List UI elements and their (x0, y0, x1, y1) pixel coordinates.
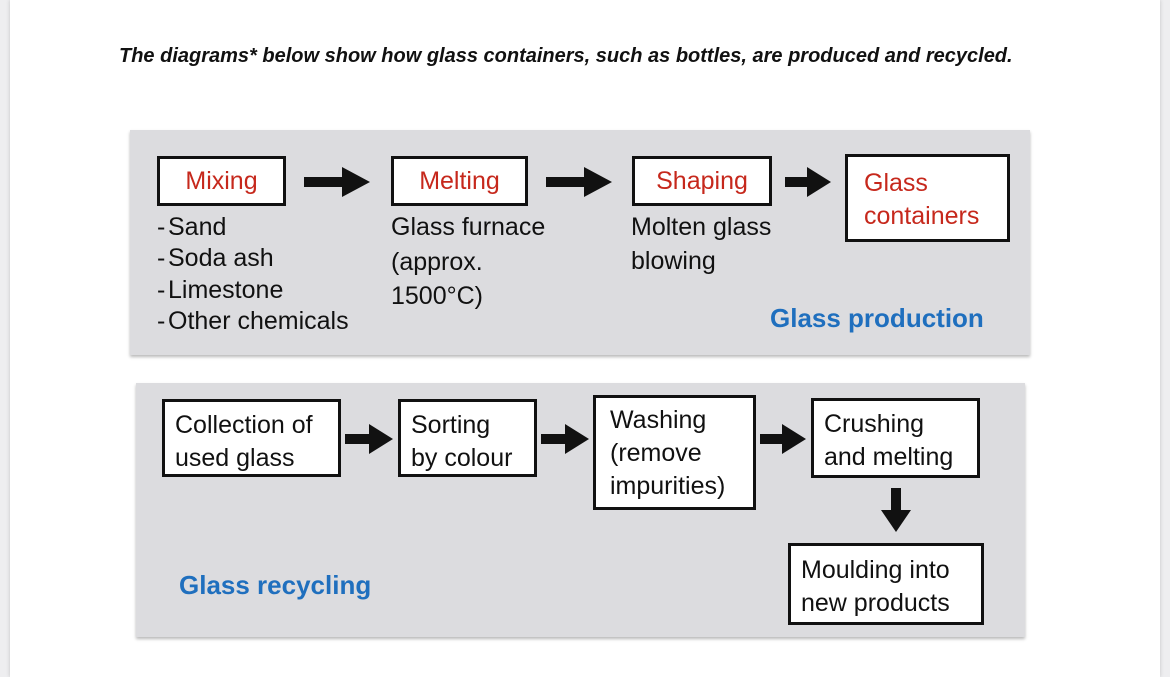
sorting-box: Sorting by colour (398, 399, 537, 477)
shaping-note: blowing (631, 247, 716, 275)
shaping-label: Shaping (656, 167, 748, 195)
shaping-note: Molten glass (631, 213, 772, 241)
glass-production-label: Glass production (770, 303, 984, 333)
mixing-ingredient: Soda ash (157, 243, 274, 274)
moulding-line: new products (801, 589, 950, 617)
moulding-line: Moulding into (801, 556, 950, 584)
arrow-washing-to-crushing (760, 424, 806, 454)
arrow-crushing-to-moulding (881, 488, 911, 532)
glass-containers-box: Glass containers (845, 154, 1010, 242)
washing-box: Washing (remove impurities) (593, 395, 756, 510)
washing-line: Washing (610, 406, 707, 434)
intro-text: The diagrams* below show how glass conta… (119, 45, 1013, 67)
collection-line: used glass (175, 444, 295, 472)
arrow-collection-to-sorting (345, 424, 393, 454)
sorting-line: Sorting (411, 411, 491, 439)
washing-line: (remove (610, 439, 702, 467)
collection-box: Collection of used glass (162, 399, 341, 477)
crushing-box: Crushing and melting (811, 398, 980, 478)
mixing-label: Mixing (185, 167, 258, 195)
melting-box: Melting (391, 156, 528, 206)
glass-recycling-label: Glass recycling (179, 570, 372, 600)
collection-line: Collection of (175, 411, 313, 439)
crushing-line: Crushing (824, 410, 925, 438)
melting-note: (approx. (391, 248, 483, 276)
shaping-box: Shaping (632, 156, 772, 206)
sorting-line: by colour (411, 444, 513, 472)
melting-label: Melting (419, 167, 500, 195)
melting-note: Glass furnace (391, 213, 546, 241)
arrow-sorting-to-washing (541, 424, 589, 454)
mixing-ingredient: Limestone (157, 275, 283, 306)
glass-containers-label: Glass containers (864, 169, 980, 230)
mixing-ingredient: Other chemicals (157, 306, 349, 337)
crushing-line: and melting (824, 443, 954, 471)
washing-line: impurities) (610, 472, 726, 500)
arrow-shaping-to-containers (785, 167, 831, 197)
mixing-ingredient: Sand (157, 212, 226, 243)
melting-note: 1500°C) (391, 282, 483, 310)
moulding-box: Moulding into new products (788, 543, 984, 625)
arrow-melting-to-shaping (546, 167, 612, 197)
mixing-box: Mixing (157, 156, 286, 206)
arrow-mixing-to-melting (304, 167, 370, 197)
